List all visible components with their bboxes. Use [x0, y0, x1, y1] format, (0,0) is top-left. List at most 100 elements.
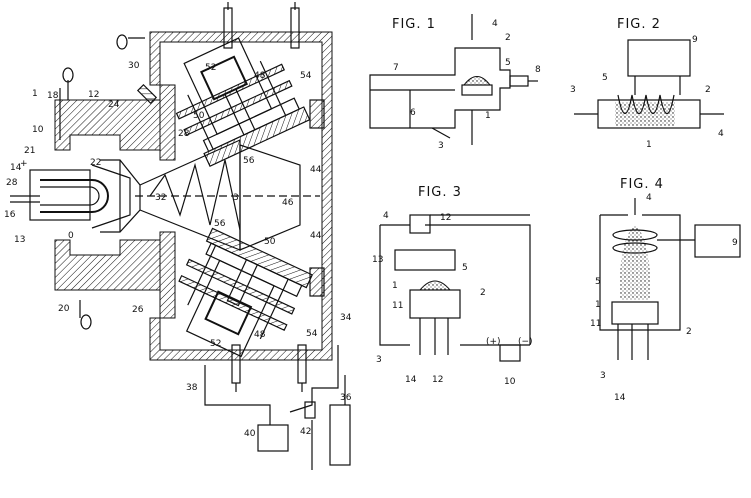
- fig1-label-6: 6: [410, 108, 416, 118]
- figure-3: FIG. 3 4 12 13 1 5 11 2 3 14 12 10 (+) (…: [372, 185, 533, 387]
- fig2-label-2: 2: [705, 85, 711, 95]
- label-0: 0: [68, 231, 74, 241]
- filter-column: [329, 404, 351, 466]
- label-50: 50: [193, 111, 205, 121]
- fig3-label-plus: (+): [486, 337, 501, 347]
- drum: [239, 144, 301, 251]
- fig4-label-3: 3: [600, 371, 606, 381]
- plasma-torch: [10, 159, 141, 233]
- label-20: 20: [58, 304, 70, 314]
- lower-target-assembly: [178, 227, 314, 358]
- label-32: 32: [155, 193, 166, 203]
- label-3: 3: [233, 193, 239, 203]
- label-13: 13: [14, 235, 25, 245]
- label-54: 54: [300, 71, 312, 81]
- fig4-label-14: 14: [614, 393, 626, 403]
- label-22: 22: [90, 158, 101, 168]
- label-44b: 44: [310, 231, 322, 241]
- label-56: 56: [243, 156, 255, 166]
- label-44: 44: [310, 165, 322, 175]
- fig3-label-12b: 12: [432, 375, 443, 385]
- fig2-label-1: 1: [646, 140, 652, 150]
- label-30: 30: [128, 61, 140, 71]
- fig1-label-7: 7: [393, 63, 399, 73]
- fig3-label-3: 3: [376, 355, 382, 365]
- label-52b: 52: [210, 339, 221, 349]
- fig4-label-1: 1: [595, 300, 601, 310]
- fig1-title: FIG. 1: [392, 17, 436, 32]
- fig4-label-5: 5: [595, 277, 601, 287]
- label-40: 40: [244, 429, 256, 439]
- fig3-label-5: 5: [462, 263, 468, 273]
- fig3-label-12: 12: [440, 213, 451, 223]
- label-26: 26: [132, 305, 144, 315]
- label-1: 1: [32, 89, 38, 99]
- figure-1: FIG. 1 4 2 5 7 8 6 3 1: [369, 14, 541, 151]
- figure-2: FIG. 2 9 3 5 2 4 1: [570, 17, 724, 150]
- label-52: 52: [205, 63, 216, 73]
- fig3-label-1: 1: [392, 281, 398, 291]
- fig2-title: FIG. 2: [617, 17, 661, 32]
- fig3-label-11: 11: [392, 301, 403, 311]
- label-16: 16: [4, 210, 16, 220]
- fig1-label-5: 5: [505, 58, 511, 68]
- main-apparatus: [10, 2, 351, 470]
- fig3-label-10: 10: [504, 377, 516, 387]
- fig4-label-11: 11: [590, 319, 601, 329]
- upper-target-assembly: [175, 37, 311, 167]
- fig3-label-14: 14: [405, 375, 417, 385]
- fig2-label-5: 5: [602, 73, 608, 83]
- fig1-label-4: 4: [492, 19, 498, 29]
- fig3-label-4: 4: [383, 211, 389, 221]
- fig1-label-1: 1: [485, 111, 491, 121]
- label-54b: 54: [306, 329, 318, 339]
- valve: [304, 401, 316, 419]
- fig4-label-9: 9: [732, 238, 738, 248]
- fig3-label-2: 2: [480, 288, 486, 298]
- fig1-label-2: 2: [505, 33, 511, 43]
- label-56b: 56: [214, 219, 226, 229]
- pump-box: [257, 424, 289, 452]
- label-10: 10: [32, 125, 44, 135]
- torch-housing-upper: [159, 84, 176, 161]
- label-34: 34: [340, 313, 352, 323]
- label-24: 24: [108, 100, 120, 110]
- fig3-title: FIG. 3: [418, 185, 462, 200]
- label-18: 18: [47, 91, 59, 101]
- torch-flange-bottom: [54, 239, 161, 291]
- fig2-label-9: 9: [692, 35, 698, 45]
- label-38: 38: [186, 383, 198, 393]
- fig1-label-8: 8: [535, 65, 541, 75]
- fig3-label-minus: (−): [518, 337, 533, 347]
- label-28b: 28: [178, 129, 190, 139]
- fig1-label-3: 3: [438, 141, 444, 151]
- label-plus: +: [20, 159, 28, 169]
- fig3-label-13: 13: [372, 255, 383, 265]
- side-port-lower: [309, 267, 325, 297]
- main-labels: 1 10 12 13 14 16 18 20 21 22 24 26 28 28…: [4, 61, 352, 439]
- fig2-label-4: 4: [718, 129, 724, 139]
- coolant-pipes-top: [223, 2, 300, 49]
- fig4-label-4: 4: [646, 193, 652, 203]
- label-42: 42: [300, 427, 311, 437]
- label-48b: 48: [254, 330, 266, 340]
- torch-housing-lower: [159, 231, 176, 319]
- label-21: 21: [24, 146, 35, 156]
- fig4-label-2: 2: [686, 327, 692, 337]
- label-36: 36: [340, 393, 352, 403]
- exhaust-system: [204, 345, 351, 470]
- fig2-label-3: 3: [570, 85, 576, 95]
- label-14: 14: [10, 163, 22, 173]
- side-port-upper: [309, 99, 325, 129]
- figure-4: FIG. 4 4 9 5 1 11 2 3 14: [590, 177, 741, 403]
- label-50b: 50: [264, 237, 276, 247]
- label-12: 12: [88, 90, 99, 100]
- gas-feed-lines: [59, 34, 158, 330]
- label-28: 28: [6, 178, 18, 188]
- coolant-pipes-bottom: [231, 344, 307, 392]
- label-46: 46: [282, 198, 294, 208]
- label-48: 48: [254, 71, 266, 81]
- fig4-title: FIG. 4: [620, 177, 664, 192]
